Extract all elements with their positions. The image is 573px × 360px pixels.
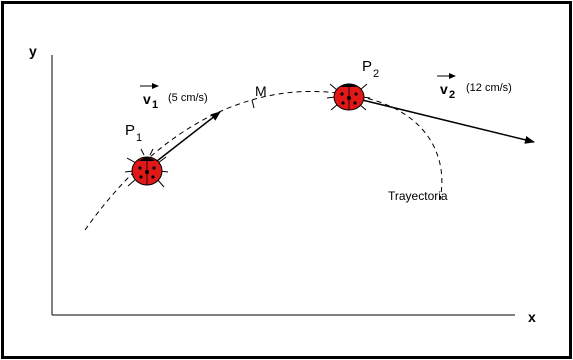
trajectory-label: Trayectoria xyxy=(388,189,448,203)
p2-subscript: 2 xyxy=(373,68,379,80)
ladybug-p2-icon xyxy=(326,83,371,111)
x-axis-label: x xyxy=(528,309,536,325)
v2-magnitude: (12 cm/s) xyxy=(466,82,512,94)
p2-letter: P xyxy=(362,58,372,75)
v1-subscript: 1 xyxy=(152,99,158,111)
ladybug-p1-icon xyxy=(124,148,169,188)
v2-letter: v xyxy=(440,81,448,97)
p1-subscript: 1 xyxy=(136,132,142,144)
point-m-label: M xyxy=(255,83,267,99)
point-p1-label: P 1 xyxy=(125,122,142,144)
point-m-tick xyxy=(251,99,255,109)
v2-subscript: 2 xyxy=(449,89,455,101)
v1-magnitude: (5 cm/s) xyxy=(168,92,208,104)
v1-letter: v xyxy=(143,91,151,107)
p1-letter: P xyxy=(125,122,135,139)
point-p2-label: P 2 xyxy=(362,58,379,80)
vector-v2-label: v 2 (12 cm/s) xyxy=(437,73,512,101)
velocity-vector-v2 xyxy=(349,96,535,144)
vector-v1-label: v 1 (5 cm/s) xyxy=(140,83,208,111)
velocity-vector-v1 xyxy=(147,111,221,169)
y-axis-label: y xyxy=(29,43,37,59)
